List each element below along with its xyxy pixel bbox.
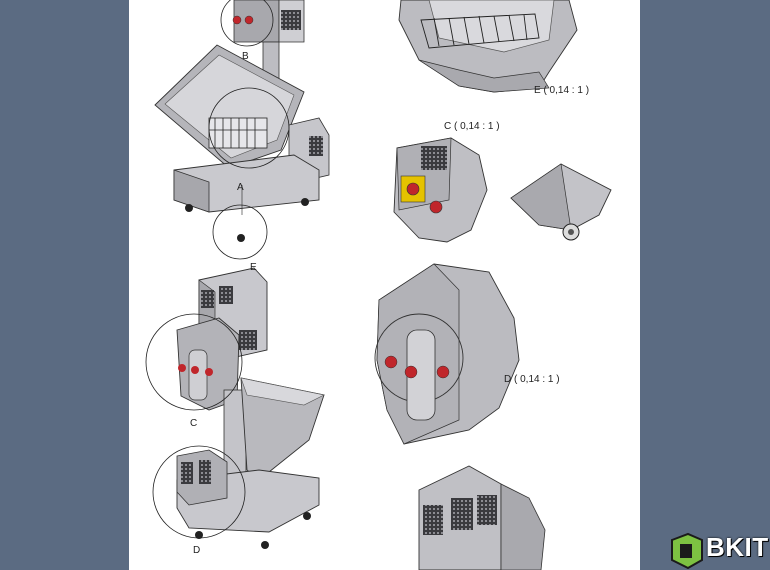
callout-c-label: C — [190, 418, 197, 429]
drawing-sheet: B A E ( 0,14 : 1 ) C ( 0,14 : 1 ) — [129, 0, 640, 570]
callout-e-label: E — [250, 262, 257, 273]
detail-d-title: D ( 0,14 : 1 ) — [504, 374, 560, 385]
callout-b-label: B — [242, 51, 249, 62]
machine-view-top-left: B A — [154, 0, 330, 260]
detail-e-view: E ( 0,14 : 1 ) — [398, 0, 589, 96]
callout-d-label: D — [193, 545, 200, 556]
detail-c-view: C ( 0,14 : 1 ) — [393, 121, 500, 243]
detail-c-title: C ( 0,14 : 1 ) — [444, 121, 500, 132]
bkit-logo-icon — [671, 532, 703, 570]
detail-e-title: E ( 0,14 : 1 ) — [534, 85, 589, 96]
detail-caster-view — [510, 163, 612, 241]
callout-a-label: A — [237, 182, 244, 193]
detail-d-view: D ( 0,14 : 1 ) — [374, 263, 560, 445]
technical-drawing: B A E ( 0,14 : 1 ) C ( 0,14 : 1 ) — [145, 0, 612, 570]
watermark-text: BKIT — [706, 532, 769, 562]
machine-view-bottom-left: E C D — [145, 262, 325, 556]
detail-bottom-partial-view — [418, 465, 546, 570]
